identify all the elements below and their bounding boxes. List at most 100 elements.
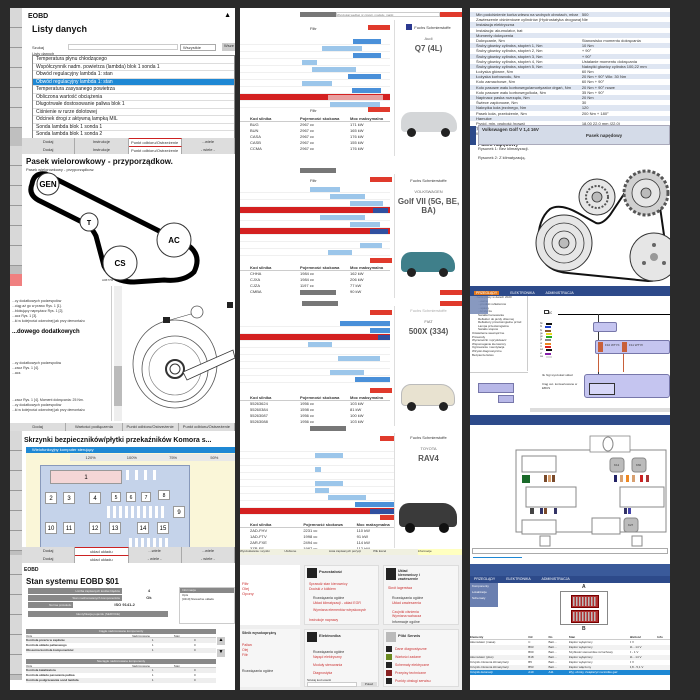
- tab-add[interactable]: Dodaj: [22, 138, 76, 146]
- component-select[interactable]: Zestaw skrzynki przekaźników, 13: [472, 548, 668, 558]
- tab-saved[interactable]: Lista zapisanych pozycji: [328, 549, 361, 553]
- tab-add[interactable]: Dodaj: [10, 423, 67, 431]
- print-icon[interactable]: ▲: [224, 12, 231, 19]
- tab-more-2[interactable]: - wiele -: [182, 555, 235, 563]
- control-module[interactable]: [584, 374, 670, 398]
- catalog-search-input[interactable]: [336, 12, 440, 17]
- tab-more[interactable]: ...wiele: [129, 547, 182, 555]
- zoom-100[interactable]: 100%: [126, 455, 137, 460]
- tree-item[interactable]: Oświetlenie wewnętrzne: [472, 331, 505, 335]
- nav-electronics[interactable]: ELEKTRONIKA: [506, 577, 531, 581]
- relay-9[interactable]: 9: [173, 506, 185, 518]
- list-item[interactable]: Temperatura płynu chłodzącego: [33, 56, 234, 64]
- nav-electronics[interactable]: ELEKTRONIKA: [510, 291, 535, 295]
- tab-more[interactable]: ...wiele: [182, 138, 235, 146]
- scroll-up-button[interactable]: ▲: [217, 637, 225, 645]
- link[interactable]: Napęd elektryczny: [313, 655, 342, 659]
- link[interactable]: Dociski z kółkiem: [309, 587, 336, 591]
- list-item[interactable]: Długotrwałe dostosowanie paliwa blok 1: [33, 101, 234, 109]
- filter-button-2[interactable]: [370, 258, 392, 263]
- tab-connection-values[interactable]: Wartości podłączenia: [66, 423, 123, 431]
- tab-instructions[interactable]: Instrukcje: [75, 138, 129, 146]
- relay-block[interactable]: F10 WTYK F11 WTYK: [595, 340, 670, 354]
- fuse-block[interactable]: [593, 322, 617, 332]
- filter-button-2[interactable]: [368, 107, 390, 112]
- relay-7[interactable]: 7: [141, 492, 151, 502]
- tree-item[interactable]: Wspomaganie kierownicy: [472, 342, 507, 346]
- tab-more-2[interactable]: ...wiele: [182, 547, 235, 555]
- tree-item[interactable]: Bezpieczeństwo: [472, 353, 494, 357]
- tree-item[interactable]: Światło stopów: [478, 328, 499, 332]
- list-item[interactable]: Odcinek drogi z aktywną lampką MIL: [33, 116, 234, 124]
- relay-k60[interactable]: K60: [636, 463, 642, 467]
- tab-pickup[interactable]: Punkt odbioru/Ostrzeżenie: [123, 423, 179, 431]
- link[interactable]: Dane diagnostyczne: [395, 647, 427, 651]
- list-item[interactable]: Współczynnik nadm. powietrza (lambda) bl…: [33, 64, 234, 71]
- tab-layout[interactable]: układ układu: [75, 555, 129, 563]
- link[interactable]: Moduły sterowania: [313, 663, 343, 667]
- zoom-50[interactable]: 50%: [210, 455, 219, 460]
- tab-pickup[interactable]: Punkt odbioru/Ostrzeżenie: [128, 146, 182, 154]
- link[interactable]: Wymiana elementów wtryskowych: [313, 608, 367, 612]
- relay-15[interactable]: 15: [157, 522, 169, 534]
- search-button[interactable]: [440, 301, 462, 306]
- show-button[interactable]: Pokaż: [361, 682, 377, 687]
- tab-pickup[interactable]: Punkt odbioru/Ostrzeżenie: [128, 138, 182, 146]
- filter-button-2[interactable]: [380, 515, 402, 520]
- tree-item[interactable]: Lampa przeciwmgielna: [478, 324, 509, 328]
- tree-item[interactable]: Reflektory przeciwmgielne przód: [478, 321, 522, 325]
- menu-item[interactable]: Schematy: [472, 596, 486, 600]
- tab-search[interactable]: Wyszukiwanie i wyniki: [240, 549, 270, 553]
- dtc-entry[interactable]: [3410] Nieważne układu: [182, 597, 215, 601]
- relay-4[interactable]: 4: [89, 492, 101, 504]
- relay-6[interactable]: 6: [126, 492, 136, 502]
- diagram-thumbnail[interactable]: [470, 372, 528, 410]
- filter-select[interactable]: Wszystkie: [180, 44, 216, 51]
- filter-button[interactable]: Wsze: [222, 43, 235, 51]
- tab-instructions[interactable]: Instrukcje: [75, 146, 129, 154]
- tab-info[interactable]: Informacje: [417, 549, 462, 555]
- link[interactable]: Wartości zadane: [395, 655, 421, 659]
- tab-more[interactable]: - wiele -: [129, 555, 182, 563]
- link[interactable]: Układ zawieszenia: [392, 601, 421, 605]
- relay-14[interactable]: 14: [137, 522, 149, 534]
- table-row[interactable]: 3ZR-FE1987 cc112 kW: [240, 546, 400, 552]
- tree-item[interactable]: Wtryski diagnostyczne: [472, 349, 502, 353]
- data-list[interactable]: Temperatura płynu chłodzącego Współczynn…: [32, 55, 235, 140]
- list-item-selected[interactable]: Obwód regulacyjny lambda 1: stan: [33, 78, 234, 86]
- filter-button[interactable]: [380, 436, 402, 441]
- link[interactable]: Skrót lagerstwa: [388, 586, 413, 590]
- tree-item[interactable]: ...produkt reflektorów: [478, 303, 507, 307]
- zoom-120[interactable]: 120%: [85, 455, 96, 460]
- relay-2[interactable]: 2: [45, 492, 57, 504]
- tree-item[interactable]: Reflektor do jazdy dziennej: [478, 317, 515, 321]
- nav-administration[interactable]: ADMINISTRACJA: [545, 291, 574, 295]
- tab-pickup-2[interactable]: Punkt odbioru/Ostrzeżenie: [179, 423, 235, 431]
- menu-item[interactable]: Komponenty: [472, 584, 489, 588]
- relay-3[interactable]: 3: [63, 492, 75, 504]
- link[interactable]: Układ klimatyzacji - układ EGR: [313, 601, 361, 605]
- list-item[interactable]: Obliczona wartość obciążenia: [33, 94, 234, 101]
- zoom-75[interactable]: 75%: [169, 455, 178, 460]
- relay-1[interactable]: 1: [50, 470, 122, 484]
- scroll-down-button[interactable]: ▼: [217, 649, 225, 657]
- relay-k27[interactable]: K27: [628, 523, 634, 527]
- link[interactable]: Sprawdź stan kierownicy: [309, 582, 348, 586]
- tab-add[interactable]: Dodaj: [22, 146, 76, 154]
